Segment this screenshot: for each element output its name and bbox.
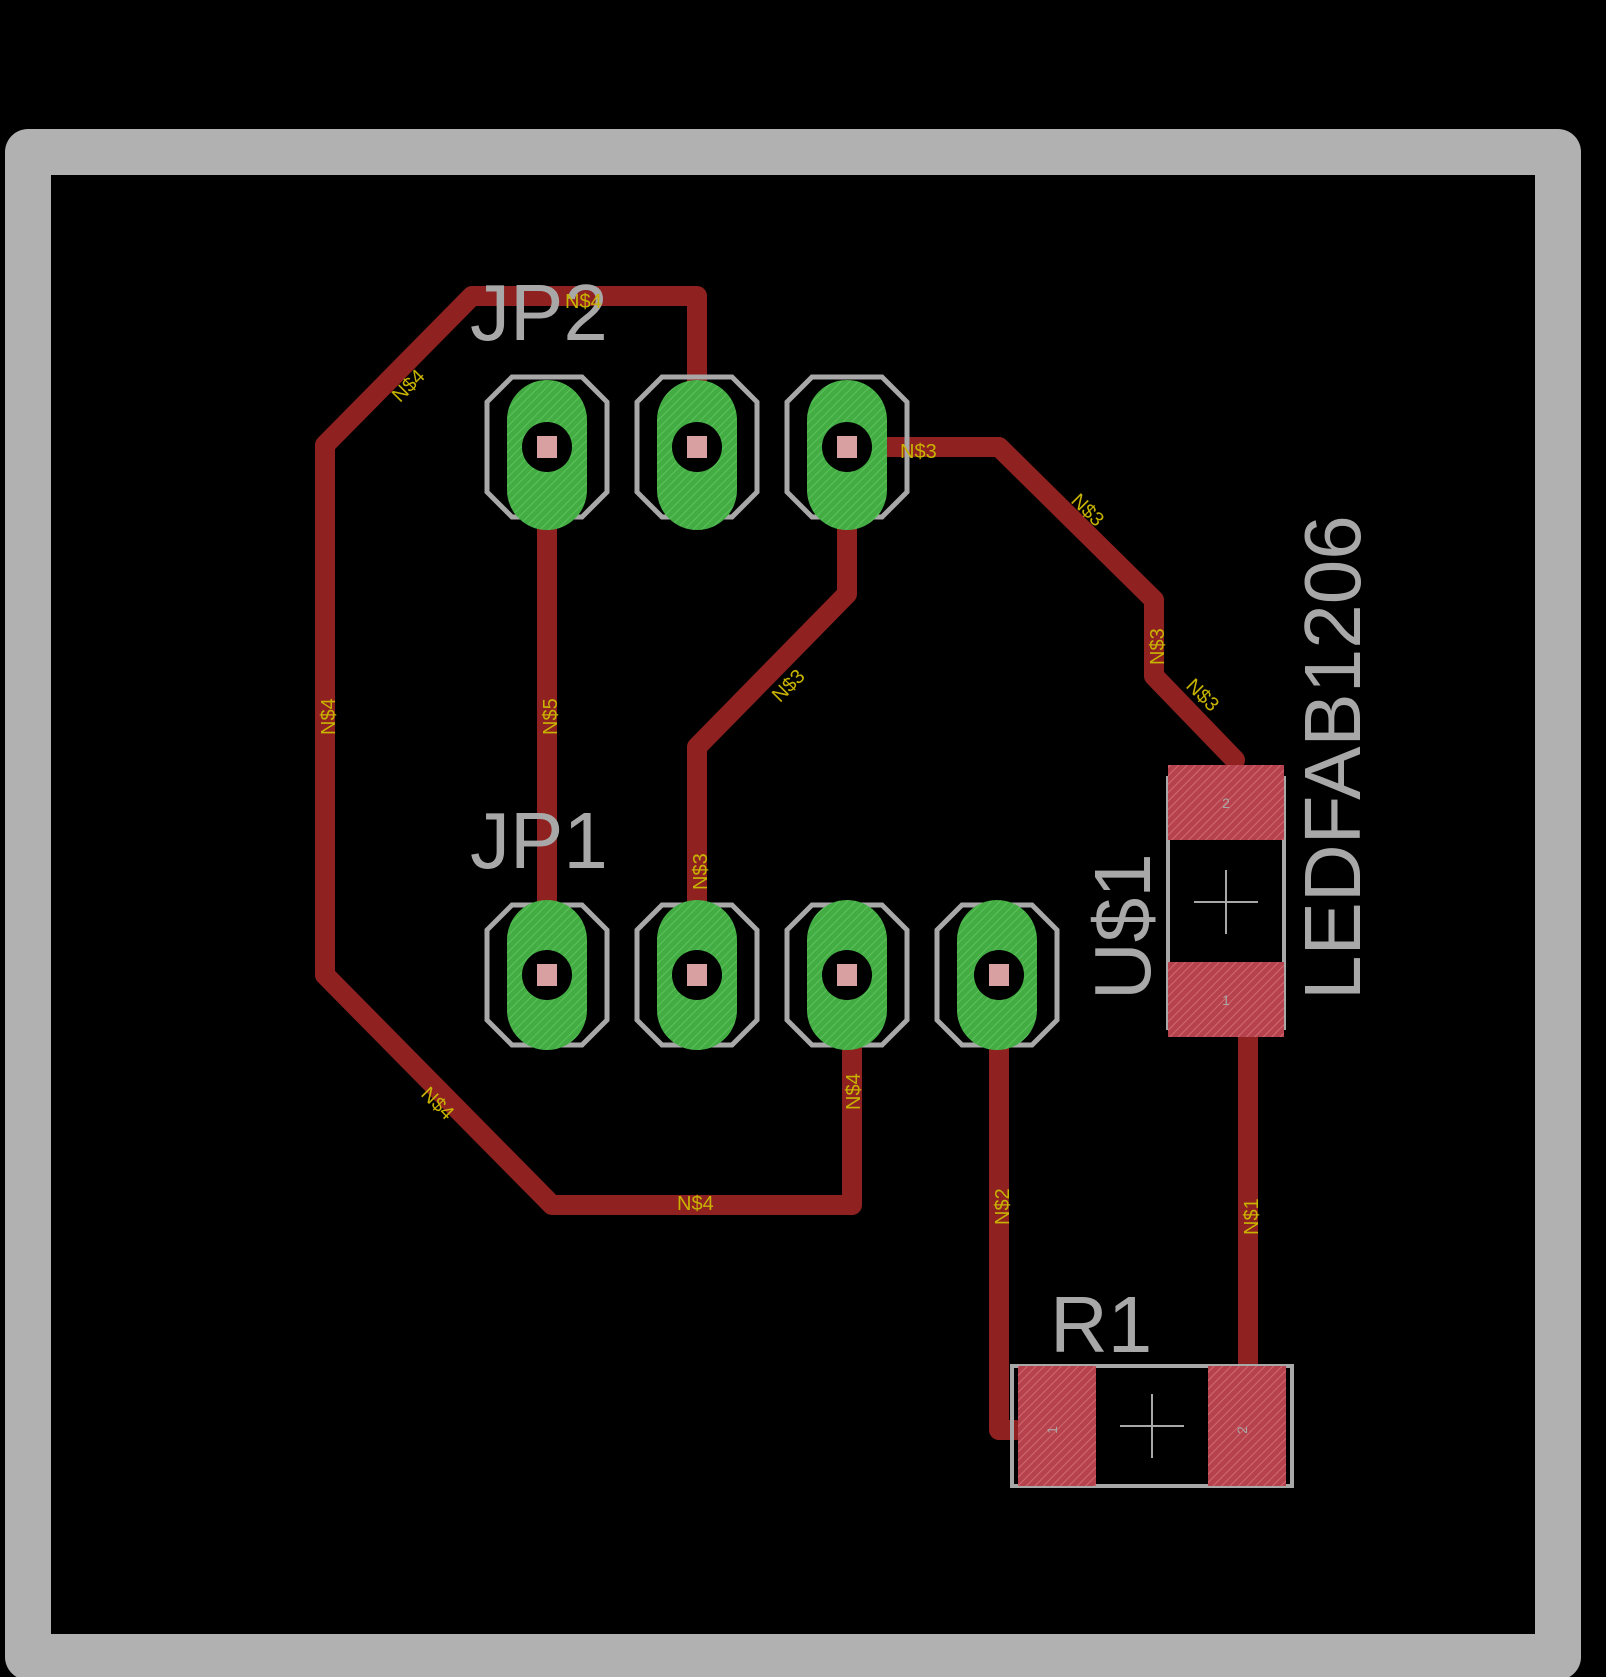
jp1-pin-1[interactable]: [484, 900, 610, 1050]
trace-n3-b: [837, 437, 1245, 770]
resistor-pad-2-number: 2: [1234, 1426, 1250, 1434]
jp1-pin-4[interactable]: [934, 900, 1060, 1050]
net-label-n3-vertical: N$3: [690, 853, 712, 890]
net-label-n4-left: N$4: [318, 698, 340, 735]
jp2-pin-3[interactable]: [784, 374, 910, 530]
trace-n3-a: [687, 435, 857, 985]
net-label-n1: N$1: [1241, 1198, 1263, 1235]
led-u1[interactable]: 2 1: [1166, 765, 1286, 1037]
jp1-header[interactable]: [484, 900, 1060, 1050]
resistor-pad-2[interactable]: [1208, 1366, 1286, 1486]
led-pad-1[interactable]: [1168, 962, 1284, 1037]
jp2-pin-2[interactable]: [634, 374, 760, 530]
led-pad-2-number: 2: [1222, 795, 1230, 811]
jp1-label: JP1: [470, 796, 608, 885]
net-label-n4-vertical: N$4: [843, 1073, 865, 1110]
resistor-r1[interactable]: 1 2: [1010, 1364, 1294, 1488]
jp1-pin-2[interactable]: [634, 900, 760, 1050]
net-label-n5: N$5: [540, 698, 562, 735]
net-label-n3-led-vertical: N$3: [1147, 628, 1169, 665]
trace-n4-top: [315, 286, 862, 1215]
jp2-pin-1[interactable]: [484, 374, 610, 530]
board-outline: [5, 129, 1581, 1677]
led-pad-2[interactable]: [1168, 765, 1284, 840]
led-pad-1-number: 1: [1222, 992, 1230, 1008]
jp2-label: JP2: [470, 268, 608, 357]
jp1-pin-3[interactable]: [784, 900, 910, 1050]
resistor-pad-1[interactable]: [1018, 1366, 1096, 1486]
net-labels: N$4 N$4 N$4 N$4 N$4 N$4 N$5 N$3 N$3 N$3 …: [318, 291, 1263, 1235]
net-label-n3-right: N$3: [900, 441, 937, 463]
resistor-body-outline: [1010, 1364, 1294, 1488]
u1-label: U$1: [1078, 853, 1167, 1000]
r1-label: R1: [1050, 1280, 1152, 1369]
net-label-n4-bottom: N$4: [677, 1193, 714, 1215]
u1-value-label: LEDFAB1206: [1288, 515, 1377, 1000]
resistor-pad-1-number: 1: [1044, 1426, 1060, 1434]
net-label-n4-top: N$4: [565, 291, 602, 313]
net-label-n2: N$2: [992, 1188, 1014, 1225]
jp2-header[interactable]: [484, 374, 910, 530]
